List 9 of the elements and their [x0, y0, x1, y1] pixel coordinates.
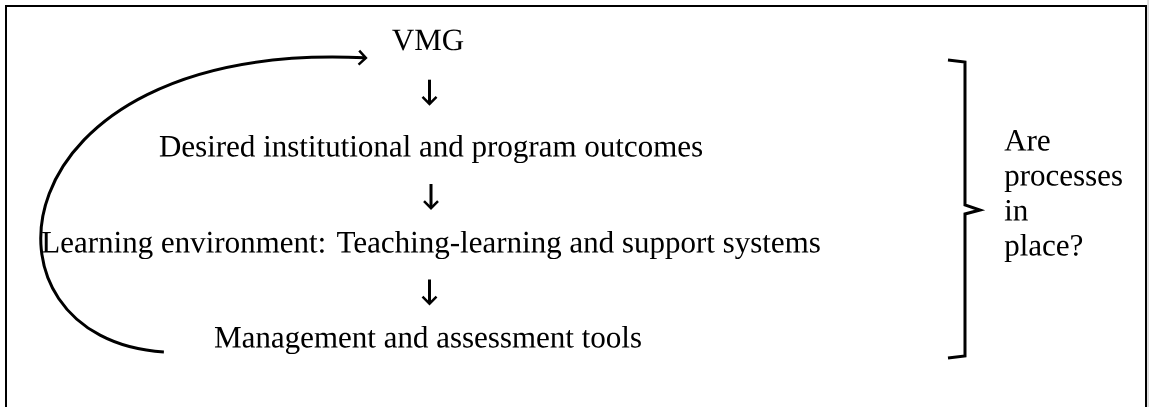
step-text: Desired institutional and program outcomes [159, 134, 702, 164]
step-text: VMG [392, 29, 464, 51]
question-text: Are processes in place? [1004, 129, 1122, 263]
down-arrow [423, 184, 439, 210]
down-arrow [421, 79, 438, 106]
step-text: Learning environment: Teaching-learning and support systems [42, 230, 820, 260]
step-text: Management and assessment tools [214, 325, 641, 355]
loop-arrow [39, 49, 368, 354]
down-arrow [421, 279, 438, 306]
